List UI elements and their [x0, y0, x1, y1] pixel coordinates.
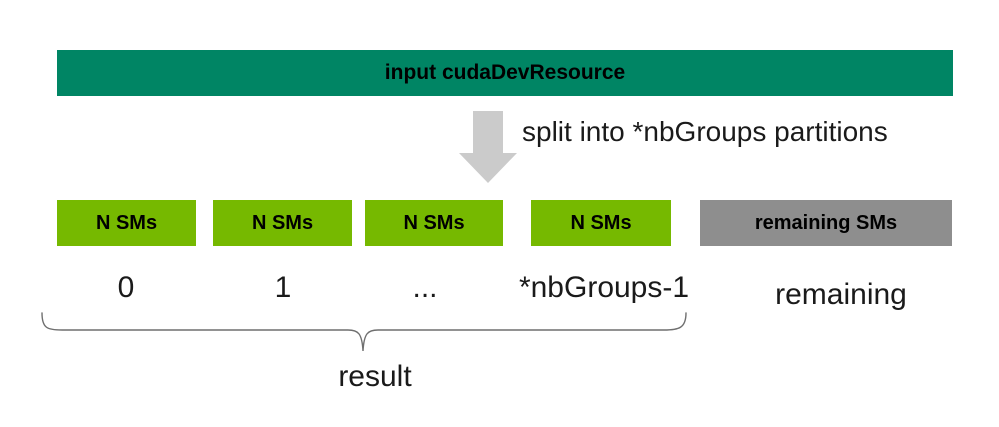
- input-resource-label: input cudaDevResource: [384, 61, 626, 84]
- split-down-arrow-icon: [459, 111, 517, 183]
- partition-index-ellipsis: ...: [412, 271, 438, 304]
- remaining-label: remaining: [775, 278, 907, 311]
- partition-box-1: N SMs: [213, 200, 352, 246]
- partition-index-1: 1: [274, 271, 292, 304]
- partition-index-last: *nbGroups-1: [518, 271, 690, 304]
- partition-box-0-label: N SMs: [95, 211, 158, 234]
- result-brace-icon: [41, 312, 687, 352]
- remaining-sms-box-label: remaining SMs: [754, 211, 898, 234]
- result-label: result: [338, 360, 412, 393]
- remaining-sms-box: remaining SMs: [700, 200, 952, 246]
- partition-box-2: N SMs: [365, 200, 503, 246]
- partition-box-2-label: N SMs: [403, 211, 465, 234]
- partition-box-1-label: N SMs: [251, 211, 314, 234]
- partition-index-0: 0: [117, 271, 135, 304]
- partition-box-3-label: N SMs: [570, 211, 632, 234]
- input-resource-bar: input cudaDevResource: [57, 50, 953, 96]
- split-annotation-label: split into *nbGroups partitions: [522, 116, 888, 147]
- partition-box-0: N SMs: [57, 200, 196, 246]
- partition-box-3: N SMs: [531, 200, 671, 246]
